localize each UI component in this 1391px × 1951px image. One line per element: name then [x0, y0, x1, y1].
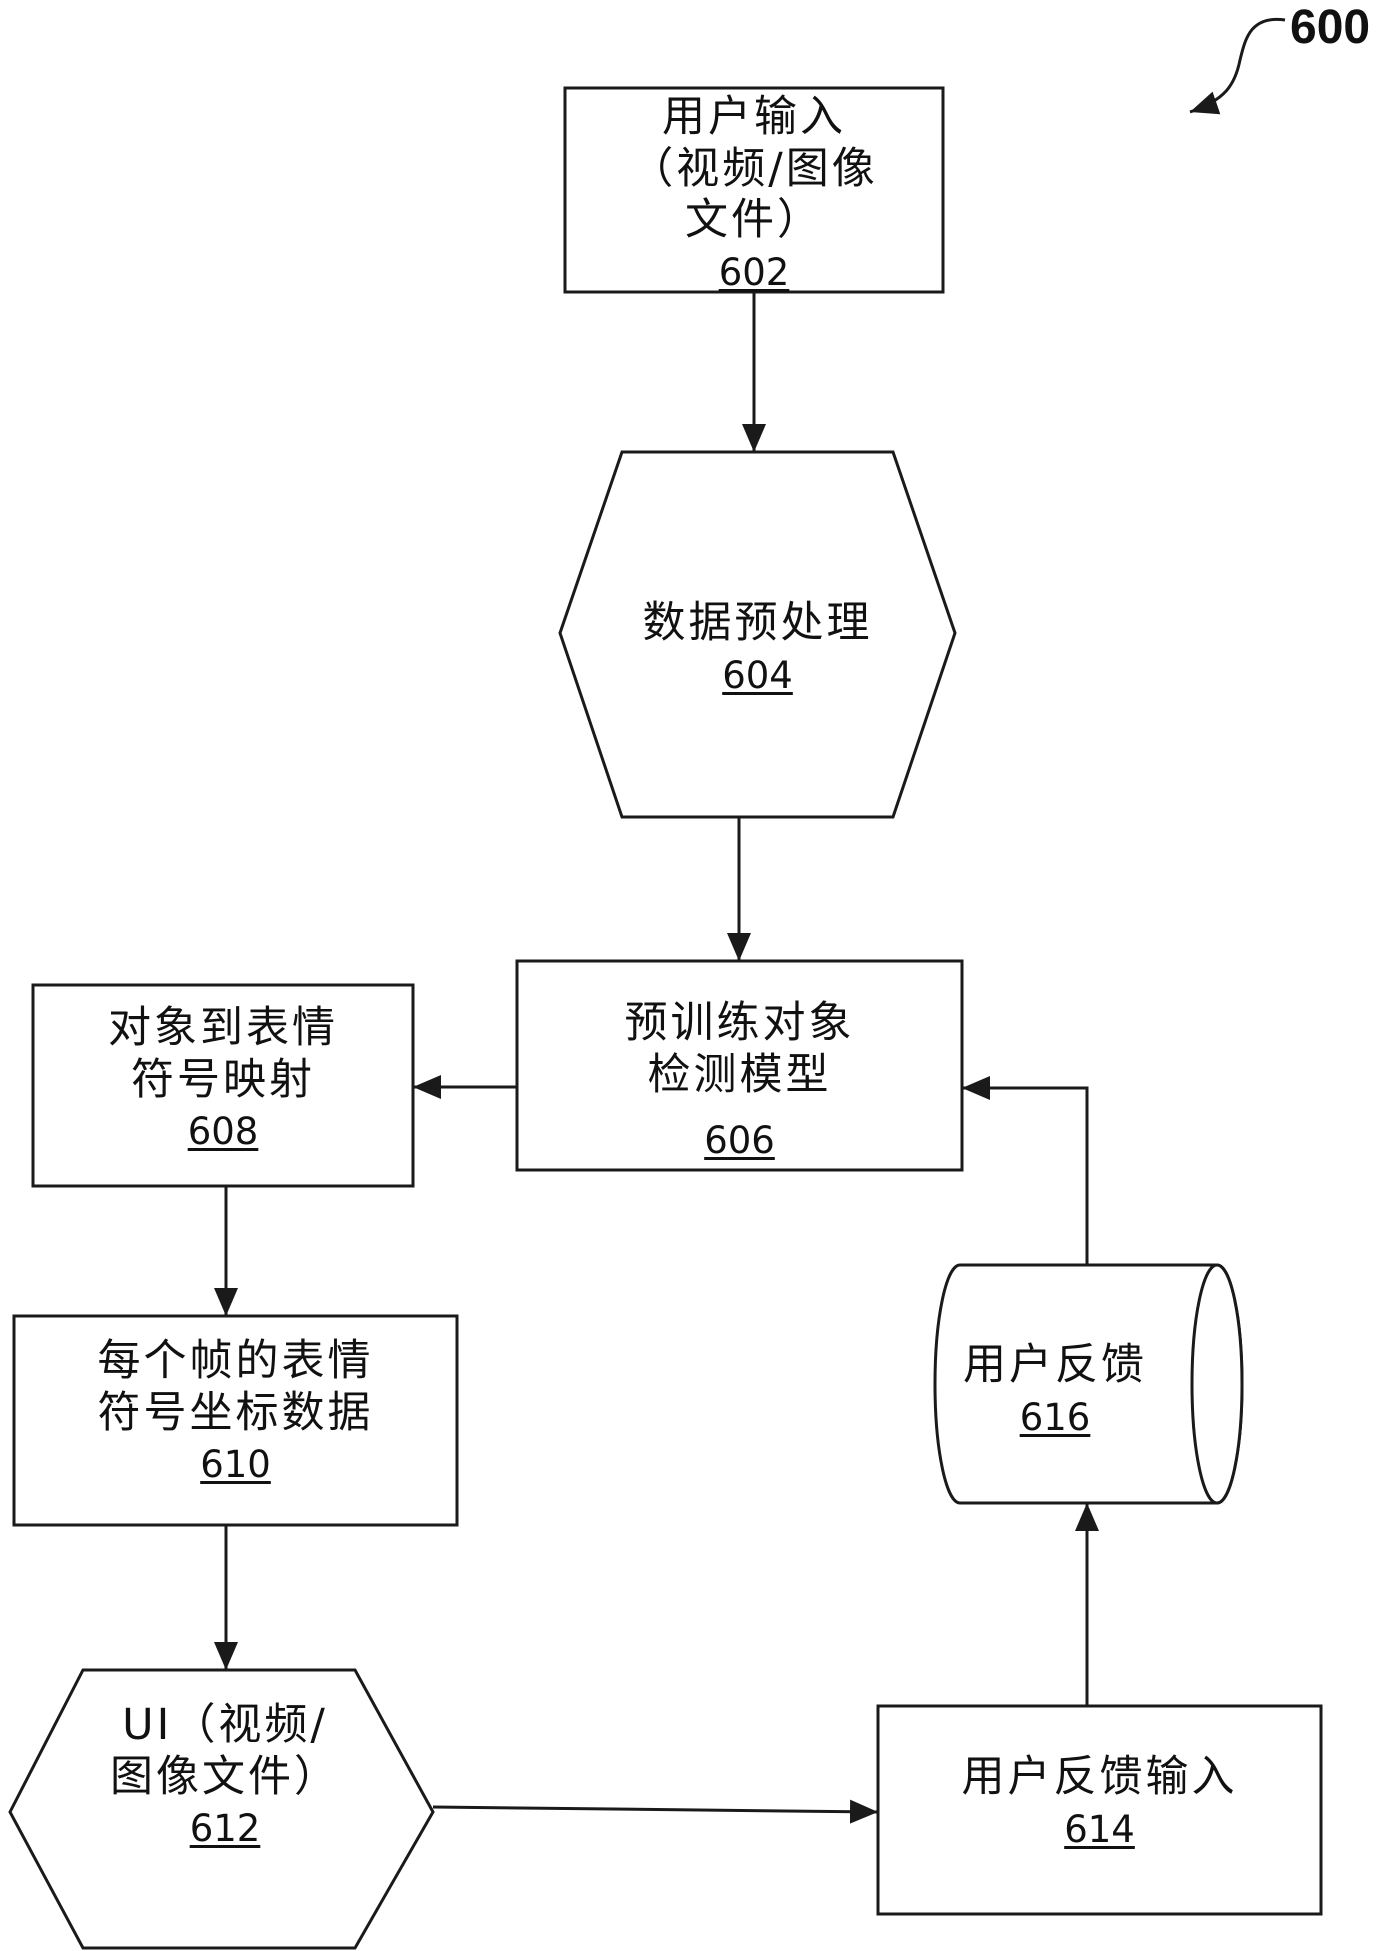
node-602-line-1: 用户输入 [662, 92, 846, 142]
node-602-ref: 602 [718, 250, 790, 294]
node-614-label: 用户反馈输入 614 [878, 1752, 1321, 1852]
node-610-line-2: 符号坐标数据 [97, 1387, 374, 1438]
node-616-ref: 616 [1019, 1395, 1091, 1439]
figure-number: 600 [1290, 1, 1371, 54]
node-606-box [515, 959, 964, 1172]
node-602-label: 用户输入 （视频/图像 文件） 602 [565, 92, 943, 295]
node-606-label: 预训练对象 检测模型 606 [517, 998, 962, 1164]
node-612-hexagon [8, 1668, 435, 1950]
node-610-ref: 610 [200, 1443, 271, 1487]
node-608-line-1: 对象到表情 [108, 1003, 338, 1053]
node-604-hexagon [558, 450, 957, 819]
node-606-ref: 606 [704, 1119, 775, 1163]
node-616-label: 用户反馈 616 [935, 1340, 1175, 1440]
node-610-box [12, 1314, 459, 1527]
node-608-box [31, 983, 415, 1188]
node-616-line-1: 用户反馈 [963, 1340, 1147, 1390]
node-602-line-2: （视频/图像 [630, 143, 878, 194]
node-604-label: 数据预处理 604 [560, 598, 955, 698]
edge-612-614 [432, 1799, 879, 1824]
node-612-label: UI（视频/ 图像文件） 612 [40, 1700, 410, 1852]
node-616-cylinder-face [1190, 1263, 1244, 1505]
figure-ref-arrow [1189, 17, 1286, 115]
node-612-line-1: UI（视频/ [122, 1700, 328, 1750]
node-610-line-1: 每个帧的表情 [97, 1336, 374, 1386]
node-604-ref: 604 [722, 653, 793, 697]
node-604-line-1: 数据预处理 [642, 598, 873, 648]
node-614-ref: 614 [1064, 1807, 1135, 1851]
node-612-ref: 612 [189, 1807, 261, 1851]
node-606-line-2: 检测模型 [647, 1049, 832, 1100]
node-614-line-1: 用户反馈输入 [961, 1752, 1238, 1802]
node-612-line-2: 图像文件） [110, 1751, 340, 1802]
node-608-line-2: 符号映射 [131, 1054, 315, 1105]
node-606-line-1: 预训练对象 [624, 998, 855, 1048]
node-608-ref: 608 [187, 1110, 259, 1154]
node-610-label: 每个帧的表情 符号坐标数据 610 [14, 1336, 457, 1488]
node-614-box [876, 1704, 1323, 1916]
edge-616-606 [962, 1076, 1089, 1265]
node-602-line-3: 文件） [685, 195, 823, 246]
node-608-label: 对象到表情 符号映射 608 [33, 1003, 413, 1155]
